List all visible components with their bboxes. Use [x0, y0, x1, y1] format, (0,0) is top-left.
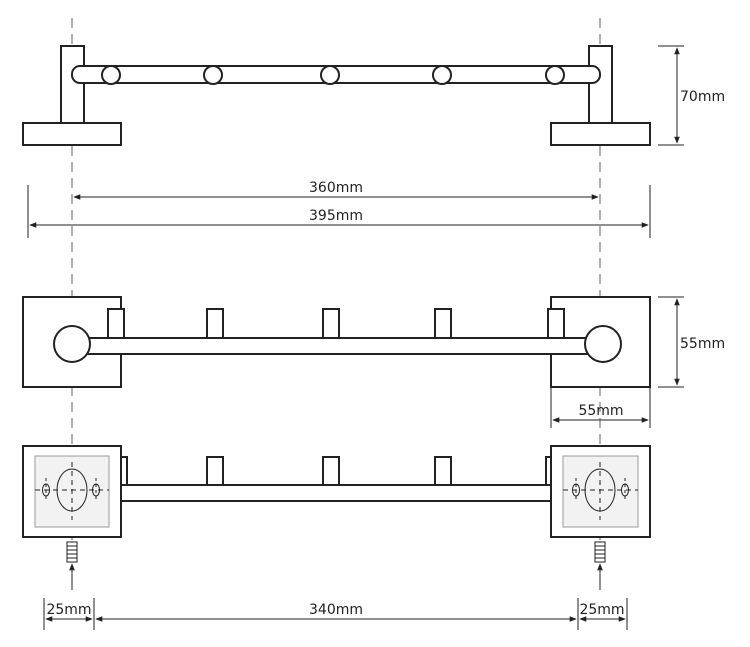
- dim-middle-label: 340mm: [309, 602, 363, 618]
- right-post: [588, 45, 613, 124]
- dim-edge-left-label: 25mm: [46, 602, 91, 618]
- top-bar: [71, 337, 601, 355]
- dim-bottom-chain: 25mm 340mm 25mm: [43, 598, 628, 630]
- wall-anchor-left-icon: [66, 541, 78, 590]
- dim-height: 70mm: [658, 45, 725, 146]
- top-hook-3: [322, 308, 340, 339]
- right-base: [550, 122, 651, 146]
- side-view: [22, 45, 651, 146]
- wall-anchor-right-icon: [594, 541, 606, 590]
- dim-center-distance: 360mm: [73, 180, 599, 200]
- dim-total-length: 395mm: [27, 185, 651, 238]
- top-left-end-cap: [53, 325, 91, 363]
- mount-right-plate: [550, 445, 651, 538]
- top-right-end-cap: [584, 325, 622, 363]
- mount-hook-4: [434, 456, 452, 486]
- hook-knob-3: [320, 65, 340, 85]
- hook-knob-4: [432, 65, 452, 85]
- dim-base-width: 55mm: [550, 387, 651, 428]
- dim-depth-label: 55mm: [680, 336, 725, 352]
- dim-depth: 55mm: [658, 296, 725, 388]
- hook-knob-5: [545, 65, 565, 85]
- top-hook-4: [434, 308, 452, 339]
- dim-center-distance-label: 360mm: [309, 180, 363, 196]
- top-hook-5: [547, 308, 565, 339]
- top-hook-1: [107, 308, 125, 339]
- left-base: [22, 122, 122, 146]
- mounting-view: [22, 445, 651, 590]
- top-hook-2: [206, 308, 224, 339]
- left-post: [60, 45, 85, 124]
- dim-total-length-label: 395mm: [309, 208, 363, 224]
- hook-knob-2: [203, 65, 223, 85]
- mount-left-plate: [22, 445, 122, 538]
- dim-base-width-label: 55mm: [578, 403, 623, 419]
- top-view: [22, 296, 651, 388]
- dim-height-label: 70mm: [680, 89, 725, 105]
- mount-hook-2: [206, 456, 224, 486]
- mount-bar: [119, 484, 553, 502]
- dim-edge-right-label: 25mm: [579, 602, 624, 618]
- hook-knob-1: [101, 65, 121, 85]
- mount-hook-3: [322, 456, 340, 486]
